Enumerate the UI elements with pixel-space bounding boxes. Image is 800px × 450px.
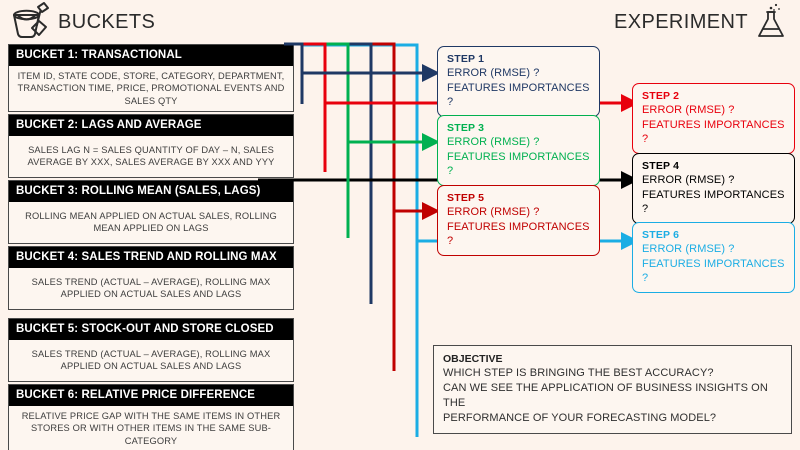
erlenmeyer-flask-icon <box>750 0 794 47</box>
bucket-1-body: ITEM ID, STATE CODE, STORE, CATEGORY, DE… <box>17 71 285 106</box>
bucket-5-title: BUCKET 5: STOCK-OUT AND STORE CLOSED <box>9 319 293 340</box>
step-5-metric-features: FEATURES IMPORTANCES ? <box>447 220 590 248</box>
objective-line-3: PERFORMANCE OF YOUR FORECASTING MODEL? <box>443 412 717 424</box>
bucket-6-body: RELATIVE PRICE GAP WITH THE SAME ITEMS I… <box>21 411 281 446</box>
bucket-card-6[interactable]: BUCKET 6: RELATIVE PRICE DIFFERENCE RELA… <box>8 384 294 450</box>
bucket-and-spade-icon <box>8 1 56 46</box>
bucket-4-title: BUCKET 4: SALES TREND AND ROLLING MAX <box>9 247 293 268</box>
step-2-metric-error: ERROR (RMSE) ? <box>642 104 735 116</box>
bucket-card-3[interactable]: BUCKET 3: ROLLING MEAN (SALES, LAGS) ROL… <box>8 180 294 244</box>
bucket-1-title: BUCKET 1: TRANSACTIONAL <box>9 45 293 66</box>
step-3-title: STEP 3 <box>447 122 485 134</box>
step-card-2[interactable]: STEP 2 ERROR (RMSE) ? FEATURES IMPORTANC… <box>632 83 795 154</box>
step-card-1[interactable]: STEP 1 ERROR (RMSE) ? FEATURES IMPORTANC… <box>437 46 600 117</box>
step-6-title: STEP 6 <box>642 229 680 241</box>
bucket-3-body: ROLLING MEAN APPLIED ON ACTUAL SALES, RO… <box>25 211 277 234</box>
page-title-experiment: EXPERIMENT <box>613 11 748 33</box>
step-card-4[interactable]: STEP 4 ERROR (RMSE) ? FEATURES IMPORTANC… <box>632 153 795 224</box>
bucket-2-title: BUCKET 2: LAGS AND AVERAGE <box>9 115 293 136</box>
step-card-3[interactable]: STEP 3 ERROR (RMSE) ? FEATURES IMPORTANC… <box>437 115 600 186</box>
step-1-title: STEP 1 <box>447 53 485 65</box>
step-4-metric-error: ERROR (RMSE) ? <box>642 174 735 186</box>
step-6-metric-features: FEATURES IMPORTANCES ? <box>642 257 785 285</box>
step-card-5[interactable]: STEP 5 ERROR (RMSE) ? FEATURES IMPORTANC… <box>437 185 600 256</box>
objective-title: OBJECTIVE <box>443 353 503 365</box>
bucket-4-body: SALES TREND (ACTUAL – AVERAGE), ROLLING … <box>31 277 271 300</box>
step-3-metric-error: ERROR (RMSE) ? <box>447 136 540 148</box>
step-4-title: STEP 4 <box>642 160 680 172</box>
objective-line-1: WHICH STEP IS BRINGING THE BEST ACCURACY… <box>443 367 714 379</box>
bucket-6-title: BUCKET 6: RELATIVE PRICE DIFFERENCE <box>9 385 293 406</box>
page-title-buckets: BUCKETS <box>58 11 156 33</box>
step-5-title: STEP 5 <box>447 192 485 204</box>
step-1-metric-features: FEATURES IMPORTANCES ? <box>447 81 590 109</box>
step-2-title: STEP 2 <box>642 90 680 102</box>
step-5-metric-error: ERROR (RMSE) ? <box>447 206 540 218</box>
bucket-card-2[interactable]: BUCKET 2: LAGS AND AVERAGE SALES LAG N =… <box>8 114 294 178</box>
bucket-2-body: SALES LAG N = SALES QUANTITY OF DAY – N,… <box>27 145 275 168</box>
objective-line-2: CAN WE SEE THE APPLICATION OF BUSINESS I… <box>443 382 768 409</box>
step-card-6[interactable]: STEP 6 ERROR (RMSE) ? FEATURES IMPORTANC… <box>632 222 795 293</box>
step-3-metric-features: FEATURES IMPORTANCES ? <box>447 150 590 178</box>
bucket-5-body: SALES TREND (ACTUAL – AVERAGE), ROLLING … <box>31 349 271 372</box>
step-1-metric-error: ERROR (RMSE) ? <box>447 67 540 79</box>
step-6-metric-error: ERROR (RMSE) ? <box>642 243 735 255</box>
bucket-card-5[interactable]: BUCKET 5: STOCK-OUT AND STORE CLOSED SAL… <box>8 318 294 382</box>
bucket-card-4[interactable]: BUCKET 4: SALES TREND AND ROLLING MAX SA… <box>8 246 294 310</box>
step-2-metric-features: FEATURES IMPORTANCES ? <box>642 118 785 146</box>
step-4-metric-features: FEATURES IMPORTANCES ? <box>642 188 785 216</box>
objective-panel: OBJECTIVE WHICH STEP IS BRINGING THE BES… <box>433 345 792 434</box>
bucket-card-1[interactable]: BUCKET 1: TRANSACTIONAL ITEM ID, STATE C… <box>8 44 294 113</box>
bucket-3-title: BUCKET 3: ROLLING MEAN (SALES, LAGS) <box>9 181 293 202</box>
